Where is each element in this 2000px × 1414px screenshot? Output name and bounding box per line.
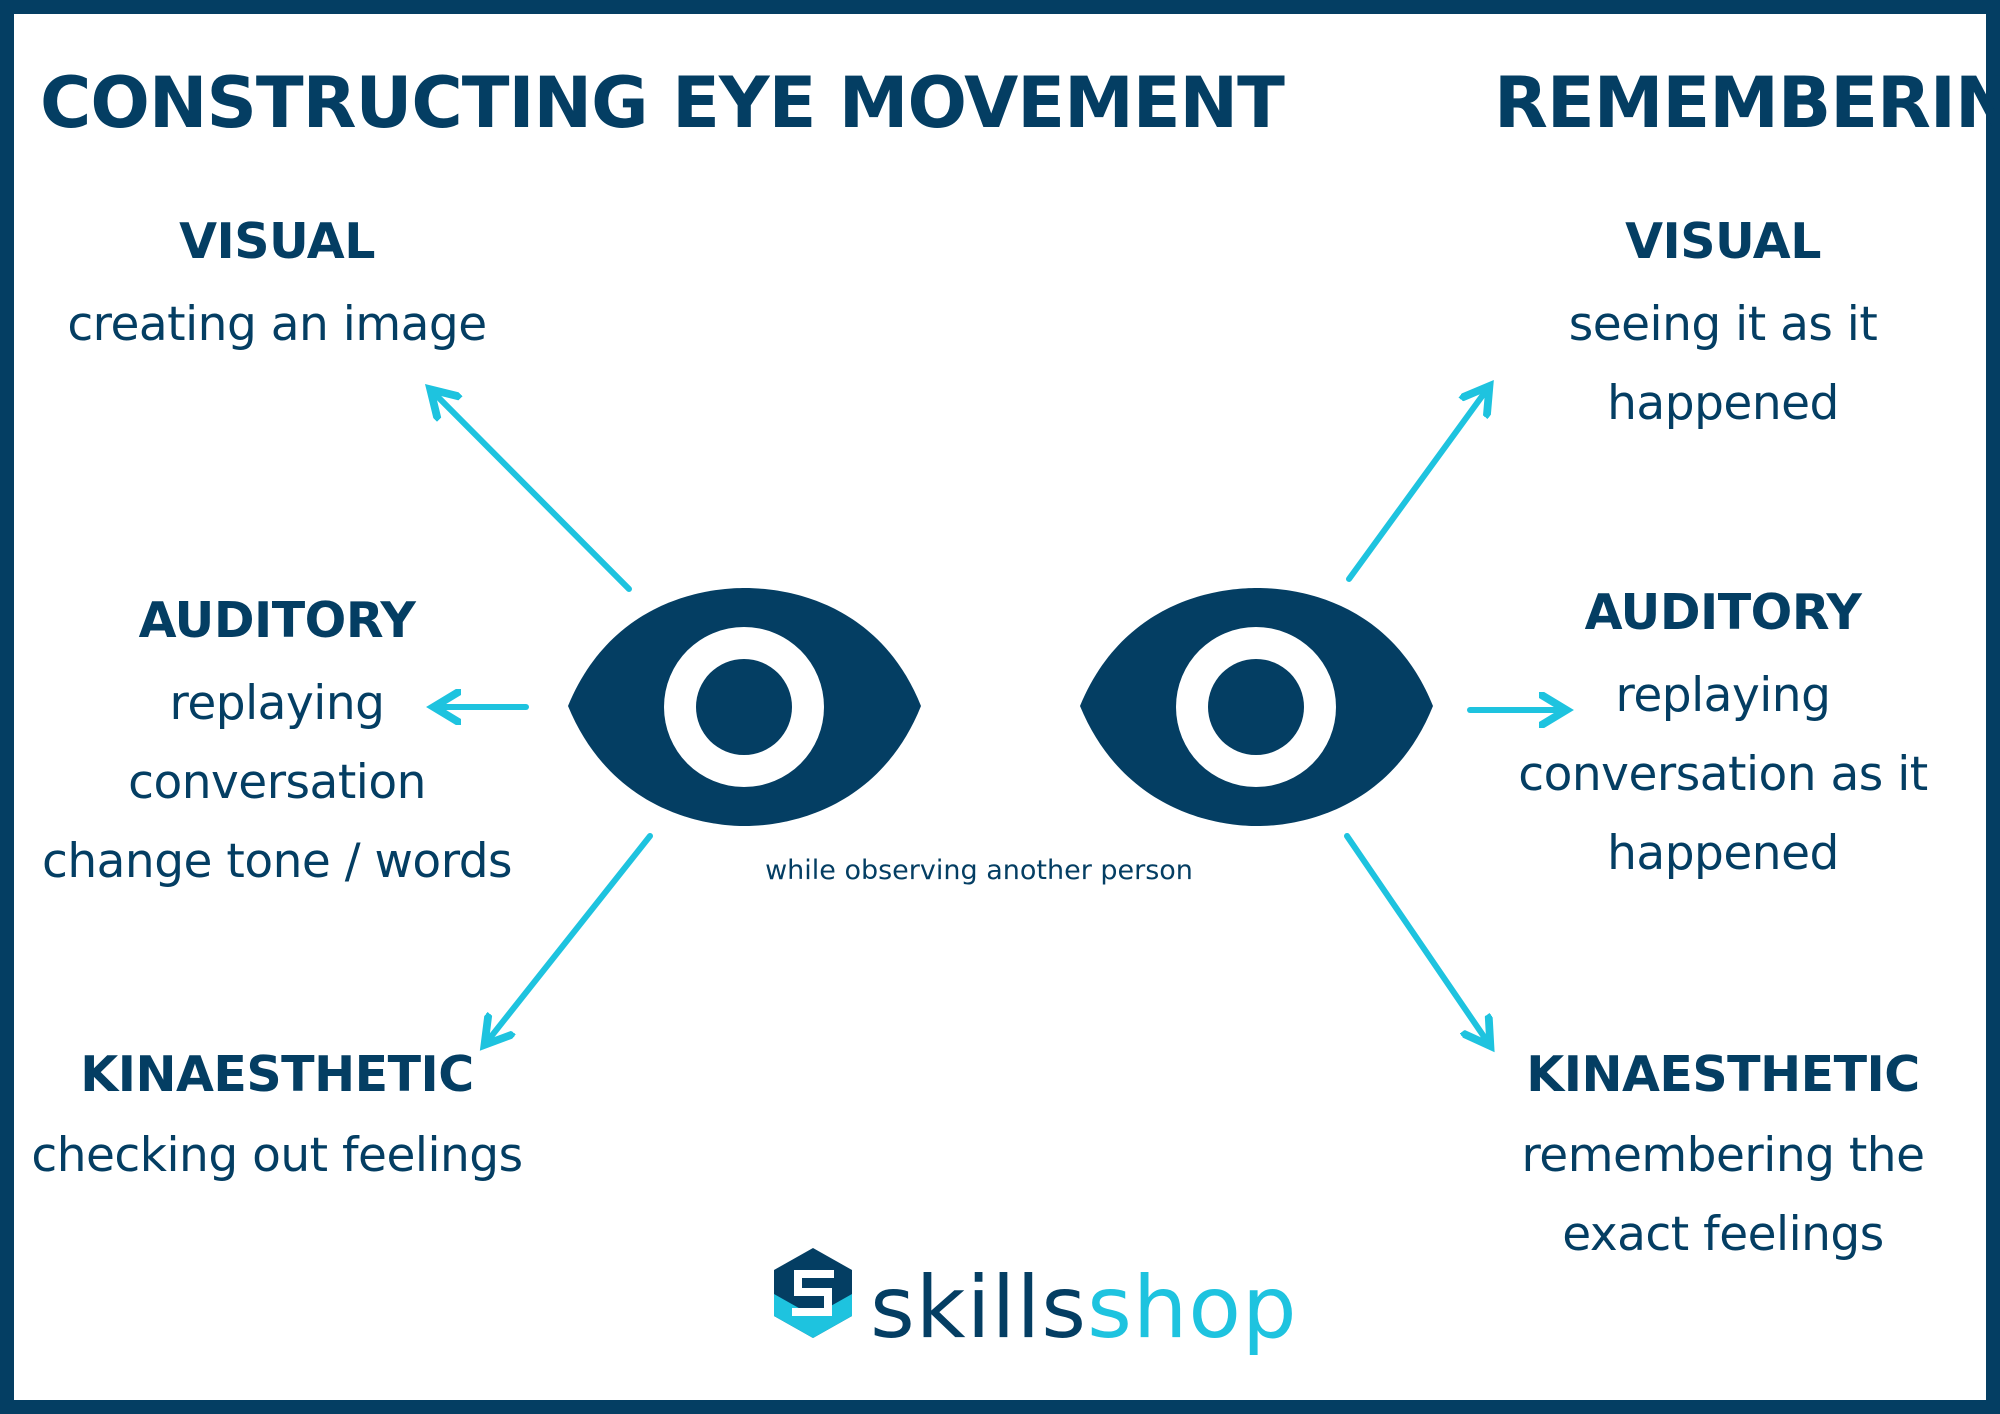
arrow-down-right <box>1344 833 1489 1044</box>
caption: while observing another person <box>765 855 1193 886</box>
left-eye-icon <box>568 588 921 826</box>
left-auditory-desc: replaying conversation change tone / wor… <box>41 676 513 889</box>
left-kinaesthetic-desc: checking out feelings <box>31 1128 523 1183</box>
arrow-up-right <box>1346 388 1488 582</box>
brand-wordmark: skillsshop <box>870 1258 1298 1358</box>
right-visual-desc: seeing it as it happened <box>1568 297 1878 431</box>
arrow-down-left <box>486 833 653 1043</box>
left-kinaesthetic-heading: KINAESTHETIC <box>80 1046 474 1103</box>
title-eye-movement: EYE MOVEMENT <box>672 62 1285 144</box>
title-remembering: REMEMBERING <box>1494 62 2000 144</box>
right-kinaesthetic-heading: KINAESTHETIC <box>1526 1046 1920 1103</box>
left-auditory-heading: AUDITORY <box>138 592 416 649</box>
brand-part-shop: shop <box>1087 1258 1298 1358</box>
right-visual-heading: VISUAL <box>1625 213 1821 270</box>
right-auditory-heading: AUDITORY <box>1584 584 1862 641</box>
left-visual-heading: VISUAL <box>179 213 375 270</box>
skillsshop-logo-icon <box>774 1248 852 1338</box>
brand-part-skills: skills <box>870 1258 1088 1358</box>
left-visual-desc: creating an image <box>67 297 487 352</box>
right-eye-icon <box>1080 588 1433 826</box>
title-constructing: CONSTRUCTING <box>40 62 649 144</box>
arrow-up-left <box>432 391 632 592</box>
right-auditory-desc: replaying conversation as it happened <box>1518 668 1928 881</box>
right-kinaesthetic-desc: remembering the exact feelings <box>1521 1128 1925 1262</box>
